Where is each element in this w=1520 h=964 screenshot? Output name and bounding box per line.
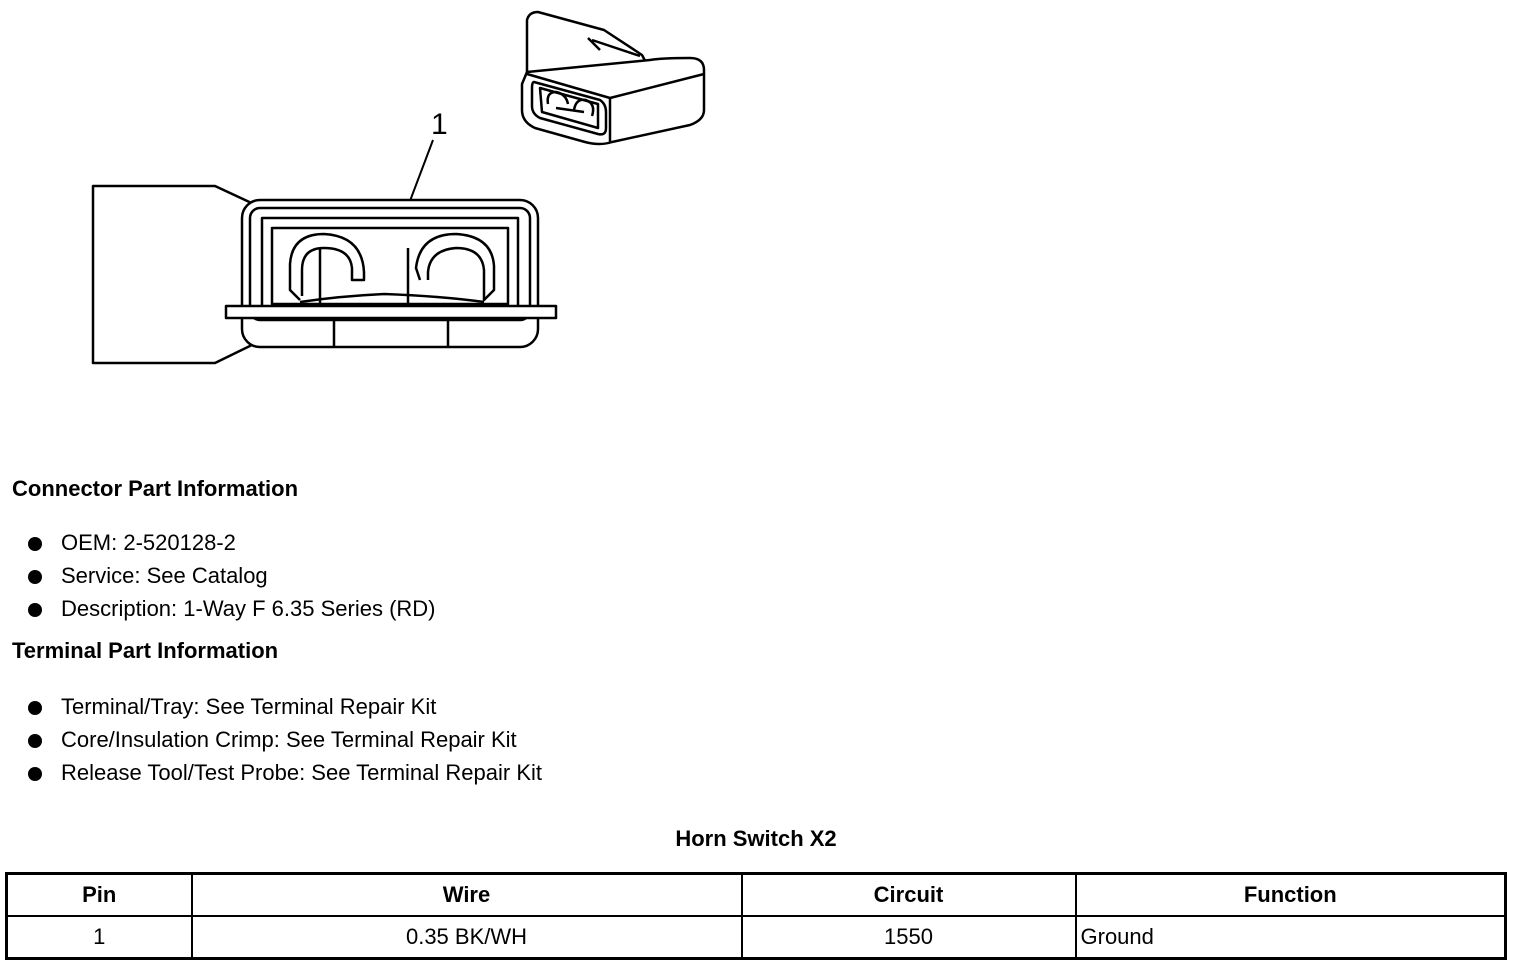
cell-wire: 0.35 BK/WH xyxy=(190,915,743,960)
column-header-pin: Pin xyxy=(5,872,193,917)
bullet-icon xyxy=(28,603,42,617)
table-header-row: Pin Wire Circuit Function xyxy=(5,872,1507,917)
connector-3d-view xyxy=(520,10,706,146)
bullet-icon xyxy=(28,734,42,748)
column-header-wire: Wire xyxy=(190,872,743,917)
terminal-part-info-list: Terminal/Tray: See Terminal Repair Kit C… xyxy=(28,690,542,789)
list-item: Core/Insulation Crimp: See Terminal Repa… xyxy=(28,723,542,756)
list-item-text: Core/Insulation Crimp: See Terminal Repa… xyxy=(61,727,517,752)
bullet-icon xyxy=(28,767,42,781)
list-item-text: OEM: 2-520128-2 xyxy=(61,530,236,555)
list-item-text: Service: See Catalog xyxy=(61,563,268,588)
column-header-function: Function xyxy=(1074,872,1507,917)
column-header-circuit: Circuit xyxy=(740,872,1077,917)
list-item: Service: See Catalog xyxy=(28,559,436,592)
bullet-icon xyxy=(28,701,42,715)
pin-table-title: Horn Switch X2 xyxy=(675,826,837,851)
list-item: Release Tool/Test Probe: See Terminal Re… xyxy=(28,756,542,789)
table-row: 1 0.35 BK/WH 1550 Ground xyxy=(5,915,1507,960)
cell-function: Ground xyxy=(1074,915,1507,960)
connector-illustration: 1 xyxy=(91,10,706,365)
list-item-text: Terminal/Tray: See Terminal Repair Kit xyxy=(61,694,437,719)
pin-table: Pin Wire Circuit Function 1 0.35 BK/WH 1… xyxy=(5,872,1507,960)
list-item-text: Description: 1-Way F 6.35 Series (RD) xyxy=(61,596,436,621)
bullet-icon xyxy=(28,570,42,584)
cell-circuit: 1550 xyxy=(740,915,1077,960)
list-item: Terminal/Tray: See Terminal Repair Kit xyxy=(28,690,542,723)
list-item: Description: 1-Way F 6.35 Series (RD) xyxy=(28,592,436,625)
connector-front-view xyxy=(91,184,558,365)
cell-pin: 1 xyxy=(5,915,193,960)
callout-label: 1 xyxy=(431,108,448,141)
list-item-text: Release Tool/Test Probe: See Terminal Re… xyxy=(61,760,542,785)
connector-part-info-heading: Connector Part Information xyxy=(12,476,299,501)
bullet-icon xyxy=(28,537,42,551)
terminal-part-info-heading: Terminal Part Information xyxy=(12,638,279,663)
list-item: OEM: 2-520128-2 xyxy=(28,526,436,559)
connector-part-info-list: OEM: 2-520128-2 Service: See Catalog Des… xyxy=(28,526,436,625)
